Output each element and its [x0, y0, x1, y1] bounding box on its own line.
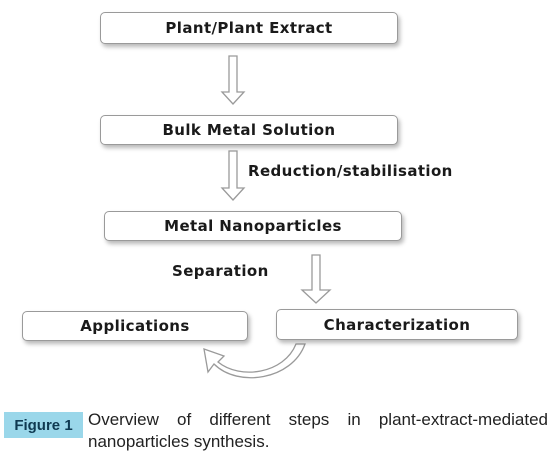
- node-applications-label: Applications: [80, 317, 190, 335]
- node-plant-extract: Plant/Plant Extract: [100, 12, 398, 44]
- curved-arrow-characterization-to-applications: [203, 343, 306, 379]
- node-bulk-metal-solution-label: Bulk Metal Solution: [162, 121, 336, 139]
- figure-label-badge: Figure 1: [4, 412, 83, 438]
- edge-label-separation: Separation: [172, 262, 269, 280]
- node-bulk-metal-solution: Bulk Metal Solution: [100, 115, 398, 145]
- edge-label-reduction: Reduction/stabilisation: [248, 162, 453, 180]
- node-applications: Applications: [22, 311, 248, 341]
- node-metal-nanoparticles: Metal Nanoparticles: [104, 211, 402, 241]
- arrow-plant-to-bulk: [220, 55, 246, 105]
- node-plant-extract-label: Plant/Plant Extract: [165, 19, 333, 37]
- arrow-bulk-to-nano: [220, 150, 246, 201]
- node-metal-nanoparticles-label: Metal Nanoparticles: [164, 217, 342, 235]
- figure-label: Figure 1: [14, 416, 73, 434]
- figure-caption: Overview of different steps in plant-ext…: [88, 410, 548, 451]
- node-characterization: Characterization: [276, 309, 518, 340]
- arrow-nano-to-characterization: [300, 254, 332, 304]
- node-characterization-label: Characterization: [323, 315, 471, 334]
- flow-arrows: [203, 55, 332, 379]
